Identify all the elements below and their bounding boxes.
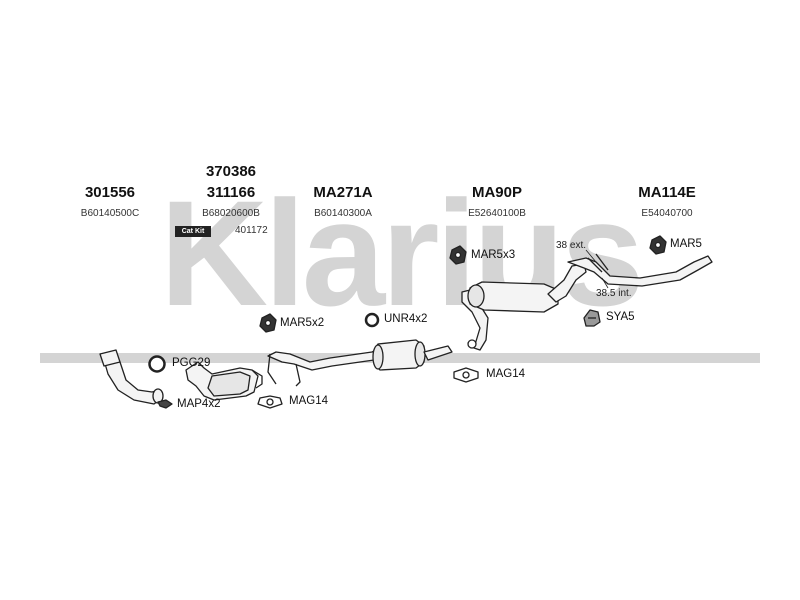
- catalytic-converter-part[interactable]: [185, 361, 263, 401]
- small-ring-icon: [467, 339, 477, 349]
- mag14-right-label[interactable]: MAG14: [486, 368, 525, 380]
- mar5x2-rubber-mount-icon[interactable]: [259, 313, 277, 333]
- centre-silencer-part[interactable]: [267, 339, 453, 387]
- oe-number-1: B60140500C: [80, 208, 140, 219]
- pgg29-label[interactable]: PGG29: [172, 357, 211, 369]
- mar5x2-label[interactable]: MAR5x2: [280, 317, 325, 329]
- oe-number-2: B68020600B: [202, 208, 260, 219]
- cat-kit-number[interactable]: 401172: [235, 225, 268, 236]
- front-pipe-part[interactable]: [99, 349, 164, 405]
- int-leader-line: [601, 277, 609, 289]
- sya5-label[interactable]: SYA5: [606, 311, 635, 323]
- part-number-ma114e[interactable]: MA114E: [638, 184, 696, 201]
- ext-diameter-annotation: 38 ext.: [556, 240, 587, 251]
- map4x2-label[interactable]: MAP4x2: [177, 398, 221, 410]
- part-number-311166[interactable]: 311166: [206, 184, 256, 201]
- part-number-ma90p[interactable]: MA90P: [471, 184, 523, 201]
- ext-leader-line: [585, 249, 597, 263]
- rear-tailpipe-part[interactable]: [567, 253, 713, 287]
- middle-silencer-part[interactable]: [461, 263, 587, 351]
- mar5-rubber-mount-icon[interactable]: [649, 235, 667, 255]
- mar5-label[interactable]: MAR5: [670, 238, 702, 250]
- mag14-left-label[interactable]: MAG14: [289, 395, 328, 407]
- mar5x3-label[interactable]: MAR5x3: [471, 249, 516, 261]
- unr4x2-nut-icon[interactable]: [364, 312, 380, 328]
- int-diameter-annotation: 38.5 int.: [596, 288, 632, 299]
- part-number-370386[interactable]: 370386: [205, 163, 257, 180]
- map4x2-clamp-icon[interactable]: [157, 399, 173, 409]
- oe-number-5: E54040700: [641, 208, 693, 219]
- pgg29-gasket-icon[interactable]: [148, 355, 166, 373]
- mag14-left-gasket-icon[interactable]: [257, 395, 283, 409]
- sya5-bracket-icon[interactable]: [583, 309, 601, 327]
- cat-kit-badge: Cat Kit: [175, 226, 211, 237]
- part-number-301556[interactable]: 301556: [84, 184, 136, 201]
- mag14-right-gasket-icon[interactable]: [453, 367, 479, 383]
- oe-number-4: E52640100B: [468, 208, 526, 219]
- watermark-text: Klarius: [160, 169, 641, 337]
- part-number-ma271a[interactable]: MA271A: [313, 184, 373, 201]
- unr4x2-label[interactable]: UNR4x2: [384, 313, 428, 325]
- mar5x3-rubber-mount-icon[interactable]: [449, 245, 467, 265]
- oe-number-3: B60140300A: [314, 208, 372, 219]
